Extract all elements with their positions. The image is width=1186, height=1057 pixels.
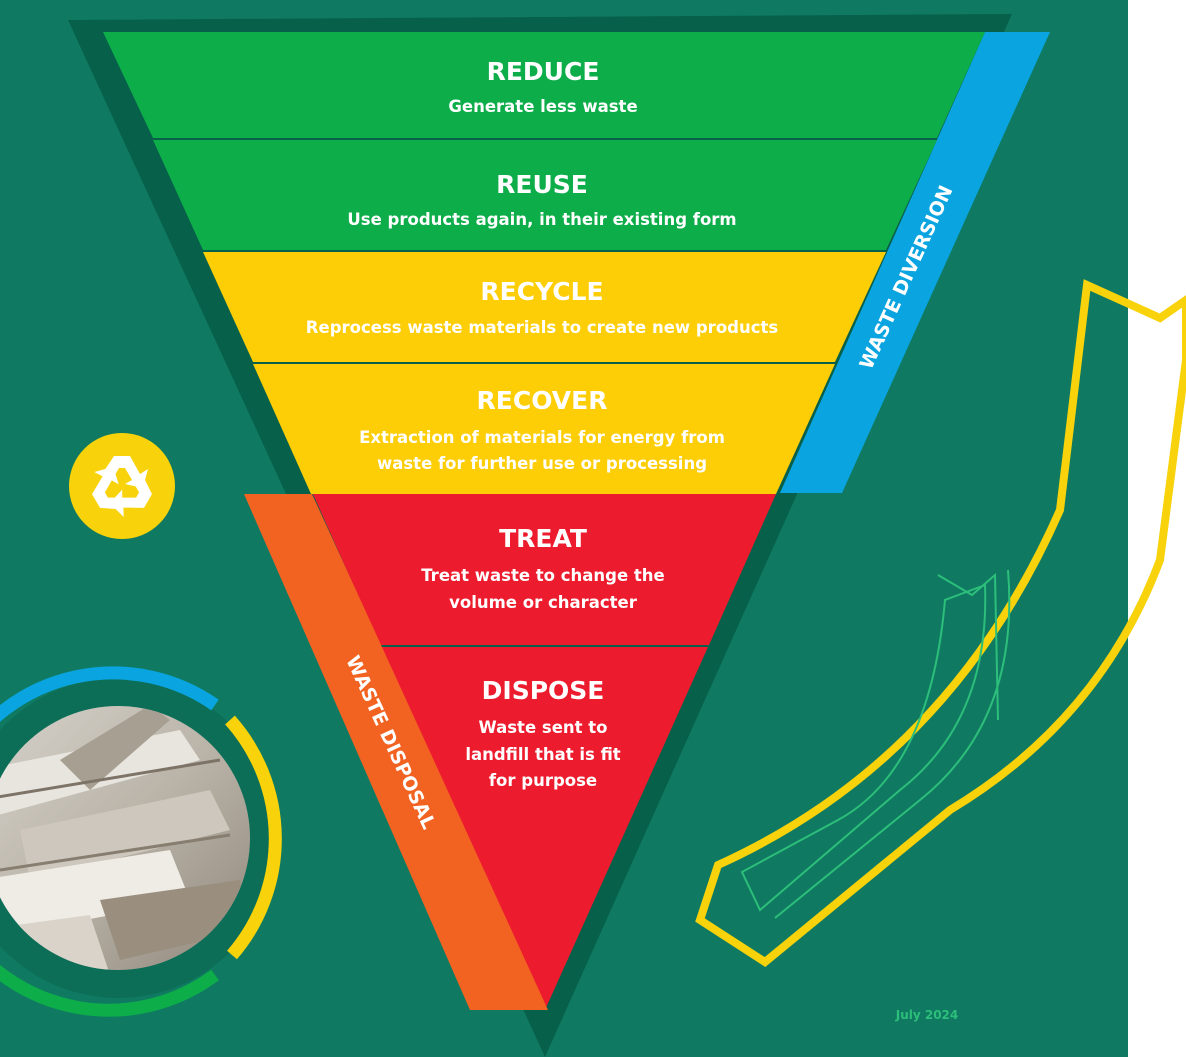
recycle-badge [69, 433, 175, 539]
waste-diversion-band[interactable] [780, 32, 1050, 493]
tier-description-dispose: Waste sent to [478, 718, 607, 737]
tier-reuse[interactable] [153, 140, 937, 250]
tier-description-reduce: Generate less waste [448, 97, 637, 116]
tier-description-recover: waste for further use or processing [377, 454, 707, 473]
tier-dispose[interactable] [381, 647, 708, 1010]
tier-reduce[interactable] [103, 32, 985, 138]
recycle-arrows [92, 456, 152, 518]
tier-title-treat: TREAT [499, 524, 587, 553]
tier-description-recover: Extraction of materials for energy from [359, 428, 725, 447]
plasterboard-waste-photo [0, 666, 282, 1017]
tier-title-reduce: REDUCE [487, 57, 600, 86]
tier-description-treat: volume or character [449, 593, 638, 612]
tier-title-dispose: DISPOSE [482, 676, 605, 705]
tier-treat[interactable] [313, 494, 776, 645]
publication-date: July 2024 [895, 1008, 959, 1022]
decorative-arrow-outline [695, 279, 1186, 967]
tier-description-reuse: Use products again, in their existing fo… [347, 210, 736, 229]
tier-recycle[interactable] [203, 252, 886, 362]
tier-description-treat: Treat waste to change the [421, 566, 665, 585]
tier-title-recycle: RECYCLE [480, 277, 603, 306]
ring-blue [0, 666, 219, 722]
tier-title-reuse: REUSE [496, 170, 588, 199]
tier-description-dispose: landfill that is fit [465, 745, 620, 764]
tier-description-recycle: Reprocess waste materials to create new … [306, 318, 779, 337]
tier-description-dispose: for purpose [489, 771, 597, 790]
recycle-icon [69, 433, 175, 539]
ring-yellow [225, 715, 282, 960]
ring-green [0, 964, 219, 1017]
tier-recover[interactable] [253, 364, 835, 494]
waste-disposal-band[interactable] [244, 494, 548, 1010]
tier-title-recover: RECOVER [477, 386, 608, 415]
arrow-outline-green [740, 569, 1011, 919]
